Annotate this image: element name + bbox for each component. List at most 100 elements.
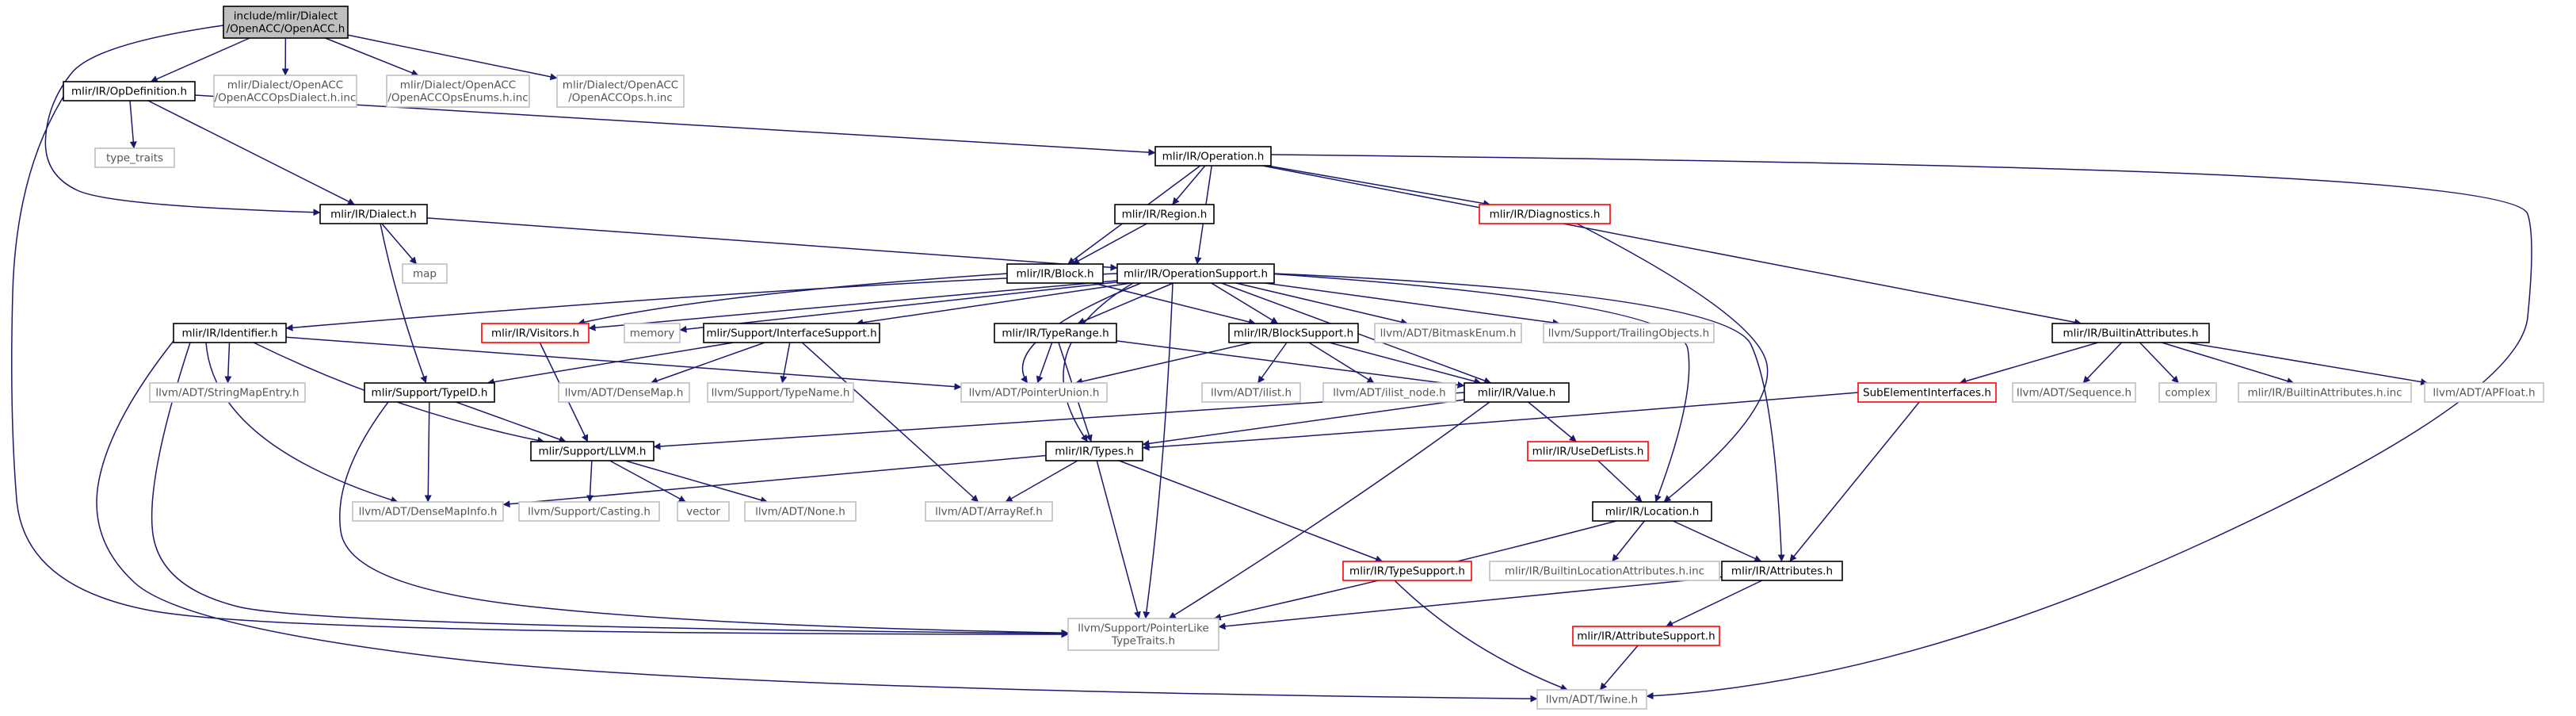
node-box <box>402 263 448 284</box>
edge-identifier_h-to-stringmapentry_h <box>224 342 232 384</box>
node-label: mlir/IR/Types.h <box>1055 446 1134 458</box>
node-diagnostics_h[interactable]: mlir/IR/Diagnostics.h <box>1479 204 1611 224</box>
node-label: llvm/Support/Casting.h <box>528 506 651 519</box>
edge-dialect_h-to-map <box>381 223 418 265</box>
edge-subelementinterfaces_h-to-types_h <box>1142 392 1859 451</box>
node-openacc_ops_enums_inc: mlir/Dialect/OpenACC/OpenACCOpsEnums.h.i… <box>386 75 530 108</box>
node-usedeflists_h[interactable]: mlir/IR/UseDefLists.h <box>1527 441 1649 461</box>
node-subelementinterfaces_h[interactable]: SubElementInterfaces.h <box>1857 382 1997 403</box>
node-location_h[interactable]: mlir/IR/Location.h <box>1592 501 1712 522</box>
node-label: TypeTraits.h <box>1111 635 1175 648</box>
edge-operationsupport_h-to-typerange_h <box>1077 282 1174 324</box>
node-memory: memory <box>624 323 681 343</box>
node-label: mlir/IR/AttributeSupport.h <box>1577 630 1715 643</box>
node-typesupport_h[interactable]: mlir/IR/TypeSupport.h <box>1342 561 1472 581</box>
node-types_h[interactable]: mlir/IR/Types.h <box>1045 441 1143 461</box>
node-label: llvm/ADT/DenseMap.h <box>565 387 684 400</box>
node-map: map <box>402 263 448 284</box>
node-pointerunion_h: llvm/ADT/PointerUnion.h <box>960 382 1108 403</box>
node-box <box>707 382 854 403</box>
node-typeid_h[interactable]: mlir/Support/TypeID.h <box>364 382 495 403</box>
node-label: SubElementInterfaces.h <box>1863 387 1991 400</box>
edge-attributes_h-to-attributesupport_h <box>1666 580 1763 627</box>
node-stringmapentry_h: llvm/ADT/StringMapEntry.h <box>149 382 306 403</box>
edge-types_h-to-densemapinfo_h <box>502 454 1047 508</box>
node-box <box>63 81 196 101</box>
node-label: mlir/IR/Identifier.h <box>181 327 277 340</box>
node-operationsupport_h[interactable]: mlir/IR/OperationSupport.h <box>1116 263 1275 284</box>
node-region_h[interactable]: mlir/IR/Region.h <box>1114 204 1215 224</box>
node-box <box>2012 382 2136 403</box>
node-box <box>624 323 681 343</box>
node-box <box>1543 323 1715 343</box>
edge-attributesupport_h-to-twine_h <box>1599 645 1639 691</box>
edge-subelementinterfaces_h-to-attributes_h <box>1789 401 1920 562</box>
node-label: llvm/ADT/None.h <box>755 506 845 519</box>
edge-blocksupport_h-to-value_h <box>1329 342 1482 385</box>
node-attributes_h[interactable]: mlir/IR/Attributes.h <box>1721 561 1843 581</box>
node-block_h[interactable]: mlir/IR/Block.h <box>1006 263 1104 284</box>
node-box <box>223 6 349 39</box>
edge-builtinattributes_h-to-apfloat_h <box>2187 342 2429 386</box>
node-box <box>319 204 428 224</box>
node-box <box>1006 263 1104 284</box>
node-openacc_h[interactable]: include/mlir/Dialect/OpenACC/OpenACC.h <box>223 6 349 39</box>
node-box <box>744 501 857 522</box>
node-box <box>518 501 660 522</box>
edge-typerange_h-to-value_h <box>1116 340 1465 389</box>
node-vector: vector <box>677 501 730 522</box>
node-complex: complex <box>2158 382 2217 403</box>
node-opdefinition_h[interactable]: mlir/IR/OpDefinition.h <box>63 81 196 101</box>
node-typerange_h[interactable]: mlir/IR/TypeRange.h <box>994 323 1117 343</box>
node-label: mlir/IR/UseDefLists.h <box>1532 446 1644 458</box>
edge-interfacesupport_h-to-typeid_h <box>487 342 735 386</box>
edge-builtinattributes_h-to-sequence_h <box>2082 342 2123 384</box>
node-box <box>677 501 730 522</box>
node-visitors_h[interactable]: mlir/IR/Visitors.h <box>481 323 590 343</box>
node-box <box>703 323 880 343</box>
edge-builtinattributes_h-to-subelementinterfaces_h <box>1959 342 2099 385</box>
node-identifier_h[interactable]: mlir/IR/Identifier.h <box>173 323 287 343</box>
edges-layer <box>11 25 2532 703</box>
node-box <box>925 501 1053 522</box>
node-box <box>1527 441 1649 461</box>
node-operation_h[interactable]: mlir/IR/Operation.h <box>1154 146 1272 167</box>
node-label: llvm/ADT/StringMapEntry.h <box>155 387 299 400</box>
edge-diagnostics_h-to-location_h <box>1576 223 1769 503</box>
node-builtinattributes_h[interactable]: mlir/IR/BuiltinAttributes.h <box>2051 323 2210 343</box>
node-interfacesupport_h[interactable]: mlir/Support/InterfaceSupport.h <box>703 323 880 343</box>
node-box <box>1479 204 1611 224</box>
node-arrayref_h: llvm/ADT/ArrayRef.h <box>925 501 1053 522</box>
node-box <box>1154 146 1272 167</box>
edge-operationsupport_h-to-types_h <box>1063 282 1134 442</box>
node-label: memory <box>630 327 674 340</box>
node-box <box>1201 382 1301 403</box>
node-box <box>1592 501 1712 522</box>
node-label: mlir/IR/Value.h <box>1478 387 1556 400</box>
node-label: mlir/IR/OperationSupport.h <box>1124 268 1268 281</box>
nodes-layer: include/mlir/Dialect/OpenACC/OpenACC.h ml… <box>63 6 2544 710</box>
node-builtinattributes_inc: mlir/IR/BuiltinAttributes.h.inc <box>2238 382 2412 403</box>
node-label: mlir/IR/Dialect.h <box>330 209 417 221</box>
node-label: mlir/IR/Location.h <box>1605 506 1700 519</box>
node-label: mlir/IR/Diagnostics.h <box>1490 209 1601 221</box>
node-blocksupport_h[interactable]: mlir/IR/BlockSupport.h <box>1228 323 1359 343</box>
node-label: vector <box>686 506 720 519</box>
node-box <box>1721 561 1843 581</box>
node-label: include/mlir/Dialect <box>234 10 338 23</box>
node-label: llvm/ADT/BitmaskEnum.h <box>1380 327 1517 340</box>
node-box <box>1322 382 1456 403</box>
node-llvm_h[interactable]: mlir/Support/LLVM.h <box>530 441 654 461</box>
node-label: mlir/Dialect/OpenACC <box>227 79 343 92</box>
node-box <box>149 382 306 403</box>
edge-operationsupport_h-to-trailingobjects_h <box>1265 282 1560 327</box>
edge-opdefinition_h-to-type_traits <box>129 100 137 149</box>
node-label: type_traits <box>106 152 163 165</box>
node-dialect_h[interactable]: mlir/IR/Dialect.h <box>319 204 428 224</box>
node-value_h[interactable]: mlir/IR/Value.h <box>1464 382 1570 403</box>
edge-operationsupport_h-to-interfacesupport_h <box>856 282 1132 327</box>
edge-attributes_h-to-pointerliketypetraits_h <box>1218 576 1723 630</box>
node-attributesupport_h[interactable]: mlir/IR/AttributeSupport.h <box>1572 626 1720 646</box>
node-box <box>364 382 495 403</box>
node-box <box>1464 382 1570 403</box>
